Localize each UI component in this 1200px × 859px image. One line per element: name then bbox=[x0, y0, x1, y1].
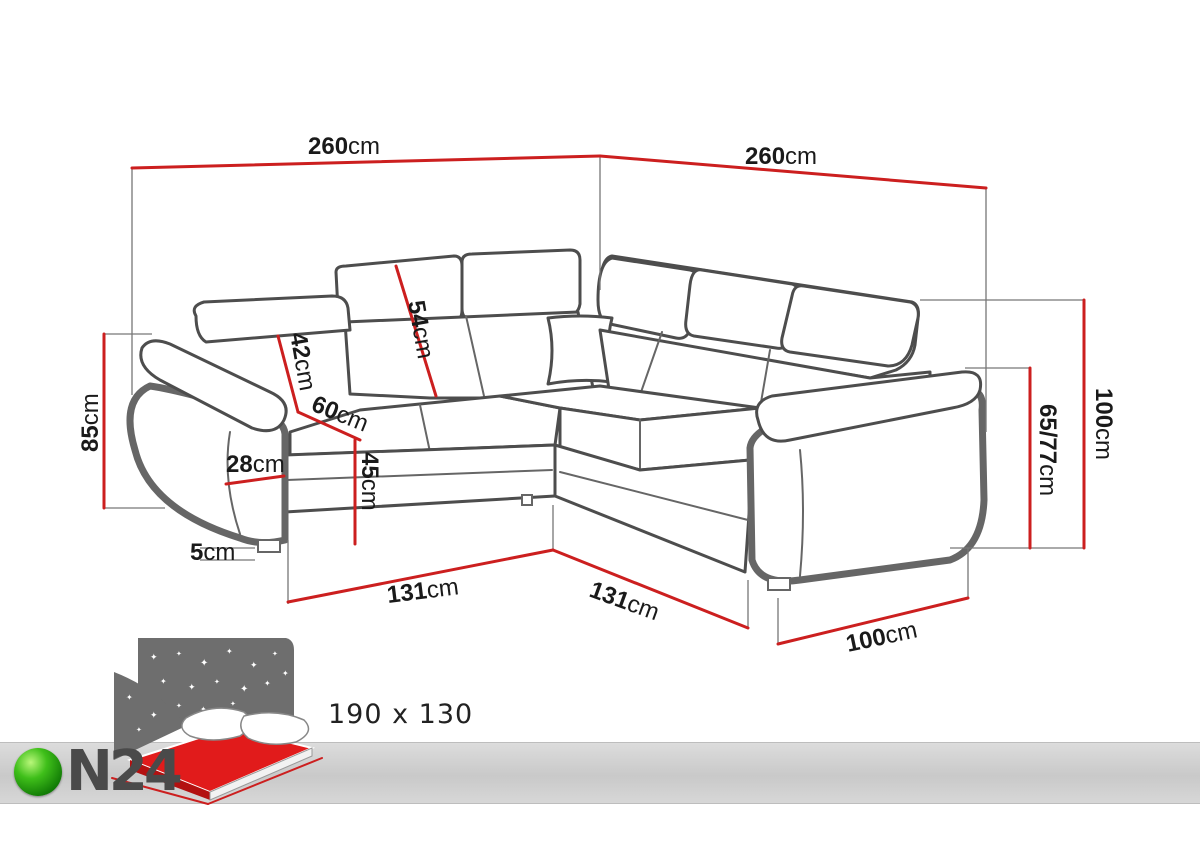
label-top-right: 260cm bbox=[745, 143, 817, 170]
left-headrest-1 bbox=[334, 254, 464, 324]
label-bottom-left: 131cm bbox=[385, 573, 460, 609]
label-arm-height: 85cm bbox=[77, 393, 104, 452]
svg-text:✦: ✦ bbox=[150, 710, 158, 720]
svg-text:✦: ✦ bbox=[272, 650, 278, 658]
corner-sofa-drawing bbox=[126, 248, 988, 591]
svg-text:✦: ✦ bbox=[176, 702, 182, 710]
svg-text:✦: ✦ bbox=[264, 679, 271, 688]
svg-text:✦: ✦ bbox=[250, 660, 258, 670]
leg-left bbox=[257, 539, 281, 553]
dimension-lines bbox=[102, 154, 1086, 646]
svg-text:✦: ✦ bbox=[214, 678, 220, 686]
svg-text:✦: ✦ bbox=[150, 652, 158, 662]
label-bottom-corner: 131cm bbox=[586, 576, 663, 626]
svg-text:✦: ✦ bbox=[160, 677, 167, 686]
stars-icon: ✦ ✦ ✦ ✦ ✦ ✦ ✦ ✦ ✦ ✦ ✦ ✦ ✦ ✦ ✦ ✦ ✦ ✦ bbox=[126, 647, 289, 734]
left-arm-roll bbox=[139, 339, 288, 433]
pillow-1 bbox=[181, 707, 251, 741]
svg-text:✦: ✦ bbox=[126, 693, 133, 702]
label-armrest-width: 28cm bbox=[226, 451, 285, 478]
night-sky bbox=[138, 638, 294, 726]
right-arm-roll bbox=[755, 370, 983, 443]
n24-logo: N24 bbox=[14, 739, 183, 804]
right-headrest-3 bbox=[780, 284, 920, 368]
leg-middle bbox=[521, 494, 533, 506]
svg-text:✦: ✦ bbox=[240, 684, 248, 695]
svg-text:✦: ✦ bbox=[226, 647, 233, 656]
pillow-2 bbox=[240, 712, 310, 745]
label-top-left: 260cm bbox=[308, 133, 380, 160]
label-backrest: 42cm bbox=[284, 330, 321, 392]
label-seat-height: 45cm bbox=[356, 452, 383, 511]
extension-lines bbox=[103, 156, 1084, 644]
logo-text: N24 bbox=[66, 739, 183, 804]
leg-right bbox=[767, 577, 791, 591]
label-bottom-right: 100cm bbox=[844, 616, 920, 657]
svg-text:✦: ✦ bbox=[136, 726, 142, 734]
svg-text:✦: ✦ bbox=[200, 705, 207, 714]
label-headrest: 54cm bbox=[402, 298, 439, 360]
left-headrest-2 bbox=[460, 248, 582, 320]
label-total-height: 100cm bbox=[1090, 388, 1117, 460]
svg-text:✦: ✦ bbox=[230, 700, 236, 708]
logo-dot-icon bbox=[14, 748, 62, 796]
svg-text:✦: ✦ bbox=[200, 658, 208, 669]
svg-text:✦: ✦ bbox=[188, 682, 196, 692]
bed-size-label: 190 x 130 bbox=[328, 699, 473, 730]
svg-text:✦: ✦ bbox=[176, 650, 182, 658]
bed-function-icon: ✦ ✦ ✦ ✦ ✦ ✦ ✦ ✦ ✦ ✦ ✦ ✦ ✦ ✦ ✦ ✦ ✦ ✦ 190 x 130 bbox=[111, 638, 473, 805]
label-seat-height-range: 65/77cm bbox=[1034, 404, 1061, 496]
svg-text:✦: ✦ bbox=[282, 669, 289, 678]
label-leg-height: 5cm bbox=[190, 539, 235, 566]
left-armrest-cap bbox=[192, 294, 352, 344]
